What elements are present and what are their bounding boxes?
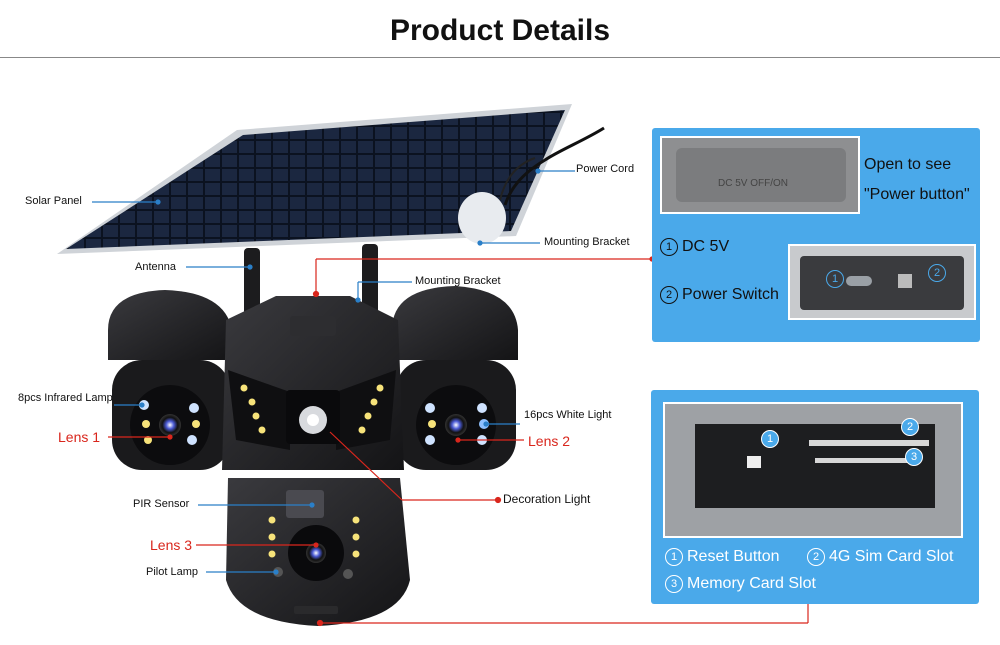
number-badge: 2 [807,548,825,566]
title-divider [0,57,1000,58]
slot-marker-3: 3 [905,448,923,466]
number-badge: 3 [665,575,683,593]
slot-marker-2: 2 [901,418,919,436]
slot-marker-1: 1 [761,430,779,448]
page-title: Product Details [389,14,611,47]
power-cord [503,126,605,206]
port-marker-1: 1 [826,270,844,288]
port-photo: 1 2 [788,244,976,320]
label-pir-sensor: PIR Sensor [133,498,190,510]
label-lens3: Lens 3 [150,537,193,553]
label-mounting-bracket-mid: Mounting Bracket [415,275,501,287]
usb-c-port [846,276,872,286]
open-text-line1: Open to see [864,156,952,173]
label-white-light: 16pcs White Light [524,409,612,421]
label-mounting-bracket-top: Mounting Bracket [544,236,630,248]
left-dome [108,290,232,470]
mounting-bracket-top [458,192,506,244]
center-body [222,296,404,470]
power-callout-panel: DC 5V OFF/ON Open to see "Power button" … [652,128,980,342]
number-badge: 1 [660,238,678,256]
label-solar-panel: Solar Panel [25,195,82,207]
slot-photo: 1 2 3 [663,402,963,538]
right-dome [392,286,518,470]
cover-photo: DC 5V OFF/ON [660,136,860,214]
label-pilot-lamp: Pilot Lamp [146,566,198,578]
label-antenna: Antenna [135,261,176,273]
number-badge: 1 [665,548,683,566]
antenna-right [362,244,378,316]
number-badge: 2 [660,286,678,304]
label-lens1: Lens 1 [58,429,101,445]
open-text-line2: "Power button" [864,186,970,203]
label-power-cord: Power Cord [576,163,635,175]
port-marker-2: 2 [928,264,946,282]
label-lens2: Lens 2 [528,433,571,449]
cover-text: DC 5V OFF/ON [718,178,789,189]
label-decoration-light: Decoration Light [503,492,591,506]
power-switch [898,274,912,288]
solar-panel [57,104,572,254]
lower-dome [226,478,410,626]
label-infrared-lamp: 8pcs Infrared Lamp [18,392,113,404]
